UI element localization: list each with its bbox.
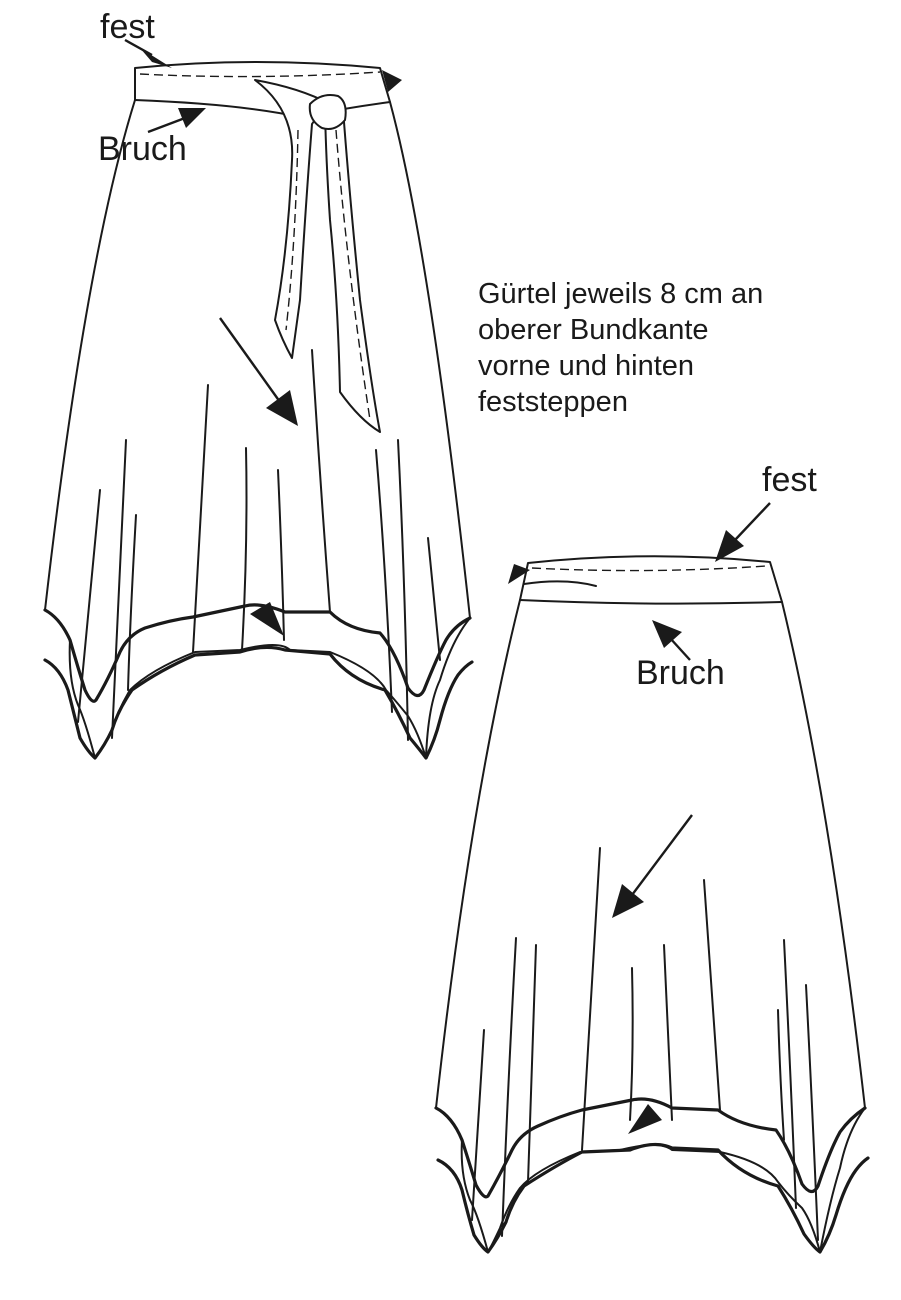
arrowhead bbox=[382, 70, 402, 92]
arrowhead bbox=[628, 1104, 662, 1134]
fold-line bbox=[777, 1009, 785, 1141]
fold-line bbox=[375, 449, 393, 713]
label-bruch-bottom: Bruch bbox=[636, 654, 725, 692]
instruction-line-4: feststeppen bbox=[478, 386, 628, 418]
fold-line bbox=[241, 447, 248, 651]
instruction-line-2: oberer Bundkante bbox=[478, 314, 709, 346]
fold-line bbox=[192, 384, 209, 653]
arrowhead bbox=[715, 530, 744, 562]
fold-line bbox=[127, 514, 137, 691]
arrowhead bbox=[250, 602, 284, 636]
skirt-back-figure: fest Bruch bbox=[434, 461, 870, 1254]
arrowhead bbox=[652, 620, 682, 648]
tie-belt-stitch bbox=[285, 129, 299, 331]
arrow-to-waist-front bbox=[124, 38, 153, 57]
fold-line bbox=[805, 984, 819, 1241]
fold-line bbox=[663, 944, 673, 1121]
fold-line bbox=[77, 489, 101, 723]
fold-line bbox=[111, 439, 127, 739]
fold-line bbox=[397, 439, 409, 741]
waistband-back-fold bbox=[523, 580, 597, 587]
arrow-to-fold-back bbox=[669, 637, 691, 661]
fold-line bbox=[629, 967, 634, 1121]
label-bruch-top: Bruch bbox=[98, 130, 187, 168]
tie-belt-stitch bbox=[335, 129, 371, 421]
hem-facing-inner bbox=[43, 645, 474, 760]
label-fest-bottom: fest bbox=[762, 461, 817, 499]
fold-line bbox=[277, 469, 285, 641]
hem-facing-outer bbox=[43, 603, 472, 703]
arrow-direction-back bbox=[631, 814, 693, 896]
instruction-note: Gürtel jeweils 8 cm an oberer Bundkante … bbox=[478, 278, 763, 418]
waistband-back-topstitch bbox=[531, 565, 767, 572]
arrowhead bbox=[508, 564, 530, 584]
arrowhead bbox=[140, 48, 172, 68]
fold-line bbox=[703, 879, 721, 1111]
tie-belt-knot bbox=[308, 94, 347, 130]
fold-line bbox=[527, 944, 537, 1183]
waistband-topstitch bbox=[139, 71, 381, 78]
skirt-front-figure: fest Bruch bbox=[43, 8, 474, 760]
hem-facing-back-inner bbox=[436, 1142, 870, 1254]
hem-facing-back-outer bbox=[434, 1097, 867, 1199]
fold-line bbox=[783, 939, 797, 1209]
arrow-to-fold-front bbox=[147, 116, 186, 134]
arrowhead bbox=[178, 108, 206, 128]
instruction-line-3: vorne und hinten bbox=[478, 350, 694, 382]
waistband-back bbox=[519, 599, 783, 605]
fold-line bbox=[311, 349, 331, 613]
arrow-to-waist-back bbox=[734, 502, 771, 541]
fold-line bbox=[501, 937, 517, 1237]
arrowhead bbox=[612, 884, 644, 918]
arrowhead bbox=[266, 390, 298, 426]
fold-line bbox=[427, 537, 441, 661]
label-fest-top: fest bbox=[100, 8, 155, 46]
tie-belt-right-tail bbox=[324, 109, 381, 433]
instruction-line-1: Gürtel jeweils 8 cm an bbox=[478, 278, 763, 310]
fold-line bbox=[471, 1029, 485, 1221]
arrow-direction bbox=[219, 317, 281, 403]
